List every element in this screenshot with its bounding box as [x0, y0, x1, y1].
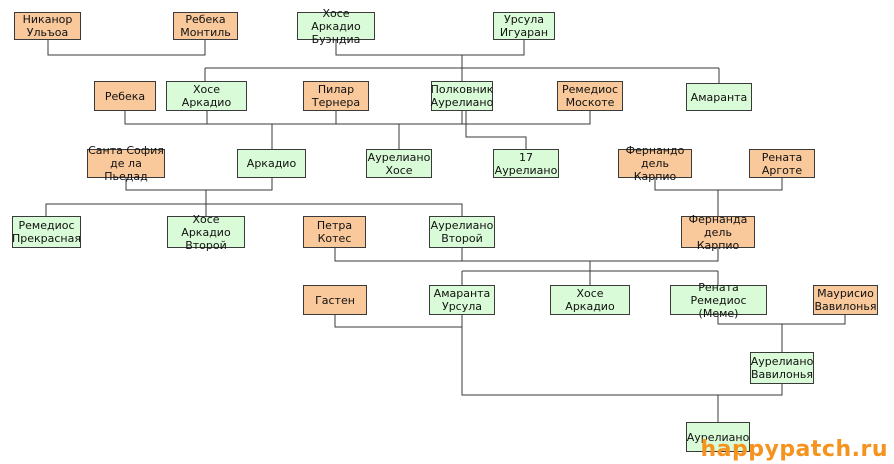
person-aureliano-17: 17 Аурелиано — [493, 149, 559, 178]
person-rebeka: Ребека — [94, 81, 156, 111]
person-jose-arkadio-buendia: Хосе Аркадио Буэндиа — [297, 7, 375, 46]
connector-line — [124, 111, 208, 125]
person-aureliano-last: Аурелиано — [686, 422, 750, 452]
person-pilar: Пилар Тернера — [303, 81, 369, 111]
person-aureliano-second: Аурелиано Второй — [429, 216, 495, 248]
person-arkadio: Аркадио — [237, 149, 306, 178]
person-nikanor: Никанор Ульъоа — [14, 12, 81, 40]
person-renata-argote: Рената Арготе — [749, 149, 815, 178]
person-renata-remedios: Рената Ремедиос (Меме) — [670, 281, 767, 320]
connector-line — [461, 315, 783, 396]
connector-line — [334, 248, 463, 262]
person-aureliano-babilonia: Аурелиано Вавилонья — [750, 352, 814, 384]
connector-line — [206, 111, 337, 125]
person-remedios-beautiful: Ремедиос Прекрасная — [12, 216, 81, 248]
person-amaranta-ursula: Амаранта Урсула — [429, 285, 495, 315]
connector-line — [334, 315, 463, 328]
connector-line — [335, 111, 463, 125]
person-remedios-moskote: Ремедиос Москоте — [557, 81, 623, 111]
person-jose-arkadio: Хосе Аркадио — [166, 81, 247, 111]
person-amaranta: Амаранта — [686, 83, 752, 111]
site-watermark: happypatch.ru — [700, 437, 888, 462]
person-santa-sofia: Санта София де ла Пьедад — [87, 144, 165, 183]
person-fernando: Фернандо дель Карпио — [618, 144, 692, 183]
person-jose-arkadio-second: Хосе Аркадио Второй — [167, 213, 245, 252]
person-rebeka-montil: Ребека Монтиль — [173, 12, 238, 40]
connector-line — [465, 111, 527, 149]
person-gasten: Гастен — [303, 285, 367, 315]
person-ursula: Урсула Игуаран — [493, 12, 555, 40]
connector-line — [47, 40, 206, 56]
person-mauricio: Маурисио Вавилонья — [813, 285, 878, 315]
person-petra: Петра Котес — [303, 216, 366, 248]
person-aureliano-jose: Аурелиано Хосе — [366, 149, 432, 178]
connector-line — [461, 111, 591, 125]
connector-line — [335, 40, 525, 56]
connector-line — [461, 248, 719, 262]
person-jose-arkadio-jr: Хосе Аркадио — [550, 285, 630, 315]
connector-line — [125, 178, 273, 191]
person-colonel-aureliano: Полковник Аурелиано — [430, 81, 494, 111]
connector-line — [45, 203, 463, 216]
person-fernanda: Фернанда дель Карпио — [681, 213, 755, 252]
